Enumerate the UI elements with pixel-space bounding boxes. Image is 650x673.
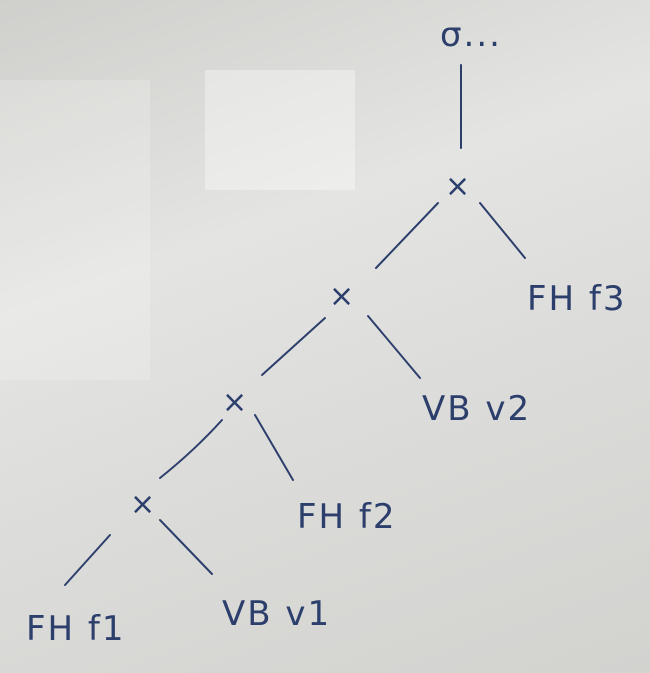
leaf-vb-v2: VB v2 xyxy=(422,389,531,429)
edge-join2-vb-v2 xyxy=(367,315,421,379)
edge-join1-join2 xyxy=(375,202,439,269)
leaf-fh-f1: FH f1 xyxy=(26,609,126,649)
root-operator-label: σ... xyxy=(440,15,502,55)
window-reflection xyxy=(0,80,150,380)
edge-join4-vb-v1 xyxy=(159,519,213,575)
leaf-vb-v1: VB v1 xyxy=(222,594,331,634)
join-node-3: × xyxy=(222,385,249,420)
leaf-fh-f3: FH f3 xyxy=(527,279,627,319)
edge-join3-fh-f2 xyxy=(254,414,294,481)
join-node-2: × xyxy=(329,279,356,314)
window-reflection xyxy=(205,70,355,190)
edge-join4-fh-f1 xyxy=(64,534,111,586)
leaf-fh-f2: FH f2 xyxy=(297,497,397,537)
edge-join1-fh-f3 xyxy=(479,202,526,259)
join-node-1: × xyxy=(445,169,472,204)
edge-join3-join4 xyxy=(159,419,223,479)
join-node-4: × xyxy=(130,487,157,522)
edge-join2-join3 xyxy=(261,317,326,376)
